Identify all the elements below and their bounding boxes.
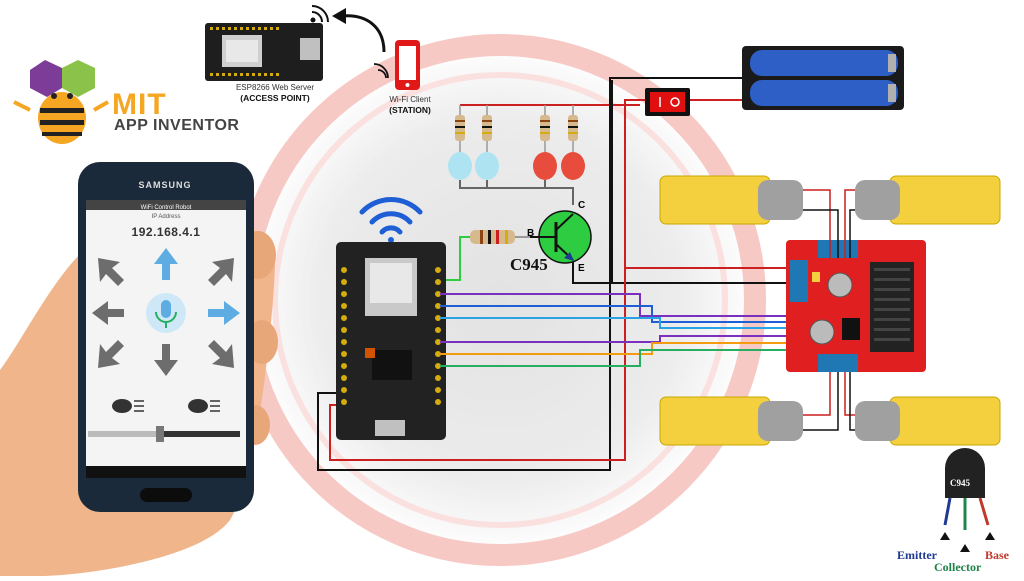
power-switch [645,88,690,116]
signal-wires [440,293,808,367]
pin-c-label: C [578,200,586,211]
wifi-client-label: Wi-Fi Client [389,95,431,104]
arrow-left-icon[interactable] [92,301,124,325]
battery-holder [742,46,904,110]
pinout-c945-label: C945 [950,478,970,488]
curved-arrow-icon [332,8,386,53]
base-resistor [445,230,530,281]
pin-e-label: E [578,263,585,274]
transistor-label: C945 [510,255,548,274]
arrow-down-left-icon[interactable] [98,340,124,368]
motor-bottom-right [855,396,1001,446]
arrow-down-icon[interactable] [154,344,178,376]
wifi-icon [359,197,423,243]
led-cyan [448,152,499,180]
app-inventor-logo [13,60,109,144]
pin-b-label: B [527,228,535,239]
wifi-icon [310,5,329,23]
app-controls [88,248,240,442]
ip-address-label: IP Address [151,214,181,220]
wifi-icon [373,63,389,79]
arrow-up-right-icon[interactable] [208,258,234,286]
app-title: WiFi Control Robot [140,205,192,211]
l298n-motor-driver [786,240,926,372]
watermark [234,34,766,566]
logo-title: MIT [112,88,167,121]
transistor-pinout [940,448,995,552]
headlight-left-icon[interactable] [112,399,144,413]
transistor-c945 [528,210,592,264]
microphone-icon[interactable] [146,293,186,333]
motor-top-left [659,175,803,225]
logo-subtitle: APP INVENTOR [114,117,240,134]
motor-top-right [855,175,1001,225]
smartphone-icon [395,40,420,90]
access-point-label: (ACCESS POINT) [240,93,310,103]
power-wires [317,77,823,471]
arrow-right-icon[interactable] [208,301,240,325]
headlight-right-icon[interactable] [188,399,220,413]
arrow-up-icon[interactable] [154,248,178,280]
phone-brand: SAMSUNG [138,180,192,190]
ip-address-value[interactable]: 192.168.4.1 [131,225,201,239]
station-label: (STATION) [389,105,431,115]
speed-slider[interactable] [88,426,240,442]
collector-label: Collector [934,560,982,574]
motor-bottom-left [659,396,803,446]
nodemcu-board [336,242,446,440]
led-resistor-bank [448,104,640,205]
arrow-up-left-icon[interactable] [98,258,124,286]
arrow-down-right-icon[interactable] [208,340,234,368]
web-server-label: ESP8266 Web Server [235,83,315,92]
emitter-label: Emitter [897,548,937,562]
esp8266-access-point [205,23,323,81]
base-label: Base [985,548,1009,562]
led-red [533,152,585,180]
motor-wires [803,189,855,431]
